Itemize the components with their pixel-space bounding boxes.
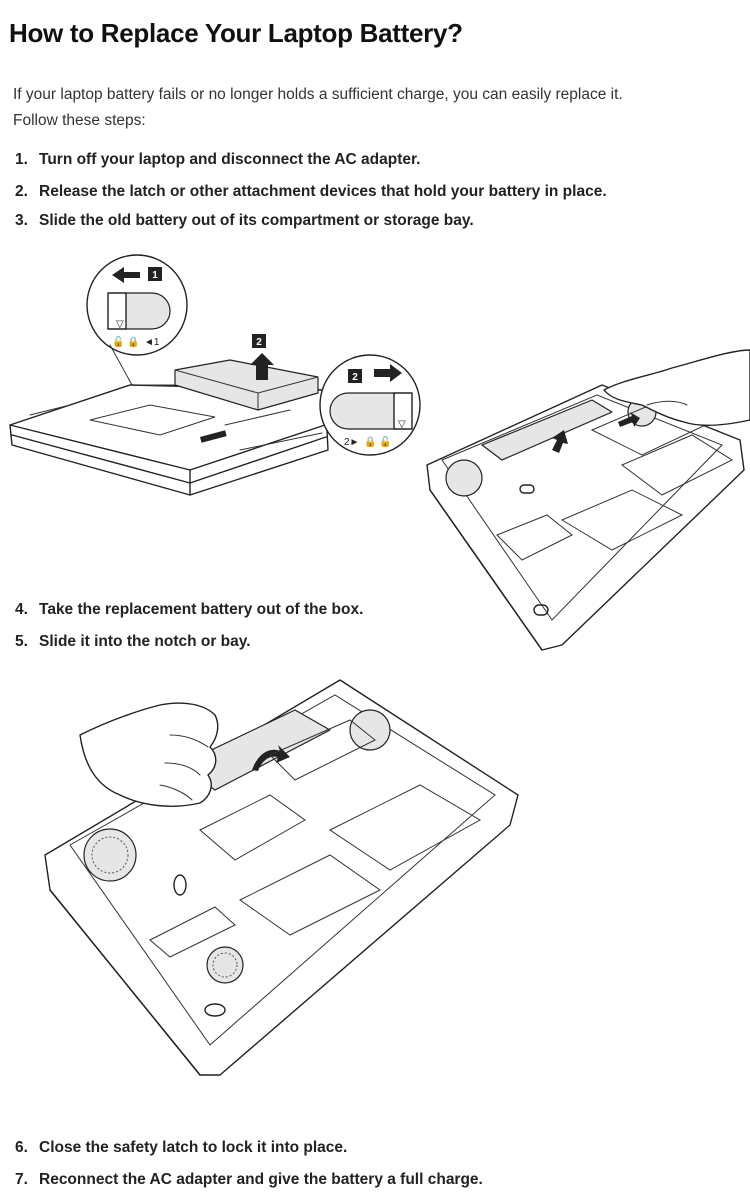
lock-icons: 🔓 🔒 [112, 335, 140, 348]
step-number: 6. [15, 1139, 28, 1156]
step-text: Close the safety latch to lock it into p… [39, 1139, 348, 1156]
page-title: How to Replace Your Laptop Battery? [9, 18, 463, 48]
step-number: 5. [15, 633, 28, 650]
badge-2-label: 2 [256, 337, 262, 348]
step-3: 3. Slide the old battery out of its compa… [15, 212, 474, 230]
callout-1-badge: 1 [152, 270, 158, 281]
step-text: Slide the old battery out of its compart… [39, 212, 474, 229]
step-number: 4. [15, 601, 28, 618]
laptop-underside-removal-illustration [426, 349, 750, 651]
callout-2-label: 2► [344, 437, 359, 448]
step-text: Turn off your laptop and disconnect the … [39, 151, 421, 168]
callout-1-label: ◄1 [144, 337, 160, 348]
step-6: 6. Close the safety latch to lock it into… [15, 1139, 347, 1157]
step-text: Release the latch or other attachment de… [39, 183, 607, 200]
step-text: Take the replacement battery out of the … [39, 601, 364, 618]
step-badge-2 [252, 334, 266, 348]
lock-icon: ▽ [398, 419, 406, 430]
step-5: 5. Slide it into the notch or bay. [15, 633, 251, 651]
step-number: 7. [15, 1171, 28, 1188]
intro-line-2: Follow these steps: [13, 112, 146, 129]
callout-2-badge: 2 [352, 372, 358, 383]
step-text: Slide it into the notch or bay. [39, 633, 251, 650]
step-4: 4. Take the replacement battery out of th… [15, 601, 363, 619]
step-1: 1. Turn off your laptop and disconnect th… [15, 151, 421, 169]
lock-icons-2: 🔒 🔓 [364, 435, 392, 448]
step-7: 7. Reconnect the AC adapter and give the … [15, 1171, 483, 1189]
unlock-icon: ▽ [116, 319, 124, 330]
step-number: 2. [15, 183, 28, 200]
intro-line-1: If your laptop battery fails or no longe… [13, 86, 623, 103]
battery-insertion-illustration [44, 679, 519, 1076]
step-number: 1. [15, 151, 28, 168]
step-2: 2. Release the latch or other attachment … [15, 183, 607, 201]
step-text: Reconnect the AC adapter and give the ba… [39, 1171, 483, 1188]
intro-paragraph: If your laptop battery fails or no longe… [13, 82, 733, 134]
step-number: 3. [15, 212, 28, 229]
battery-removal-illustration: 2 1 ▽ 🔓 🔒 ◄1 2 ▽ 2► 🔒 🔓 [9, 254, 421, 496]
